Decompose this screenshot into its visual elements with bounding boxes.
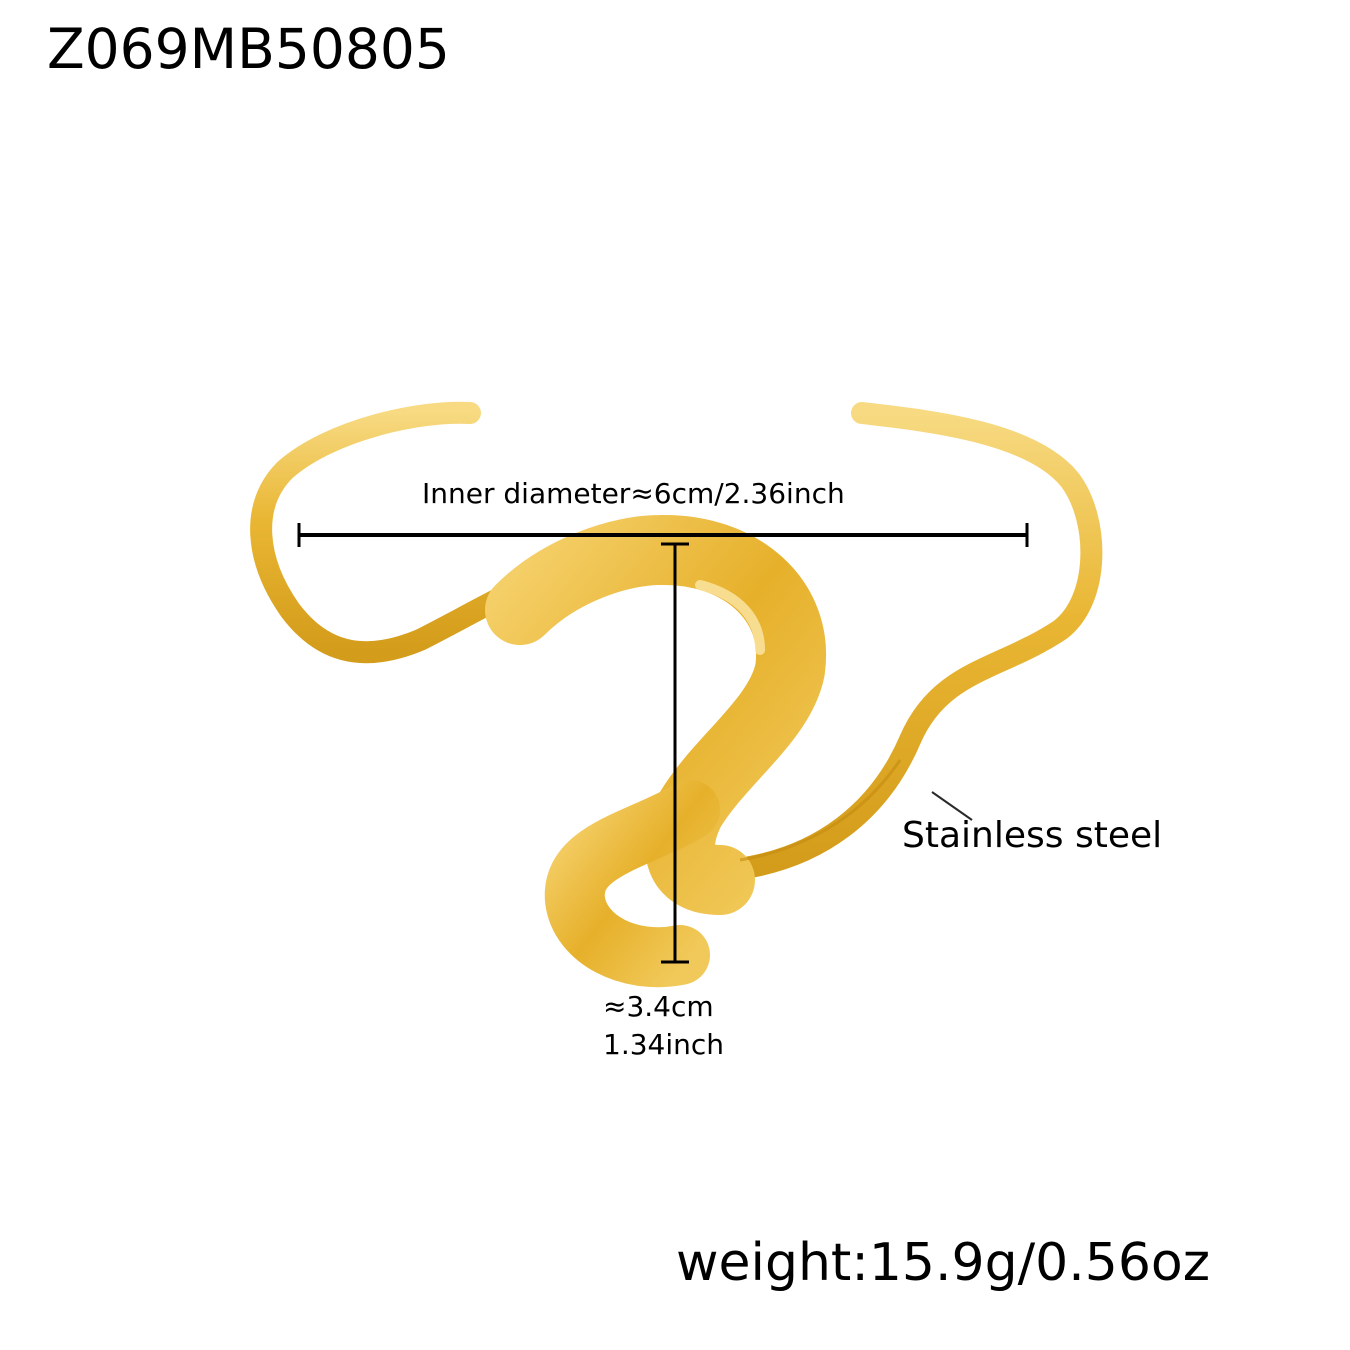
weight-label: weight:15.9g/0.56oz bbox=[676, 1233, 1211, 1293]
material-label: Stainless steel bbox=[902, 815, 1163, 856]
height-label: ≈3.4cm 1.34inch bbox=[603, 988, 724, 1064]
product-sku: Z069MB50805 bbox=[47, 17, 450, 81]
height-cm: ≈3.4cm bbox=[603, 990, 714, 1023]
height-inch: 1.34inch bbox=[603, 1027, 725, 1061]
inner-diameter-label: Inner diameter≈6cm/2.36inch bbox=[422, 477, 845, 510]
